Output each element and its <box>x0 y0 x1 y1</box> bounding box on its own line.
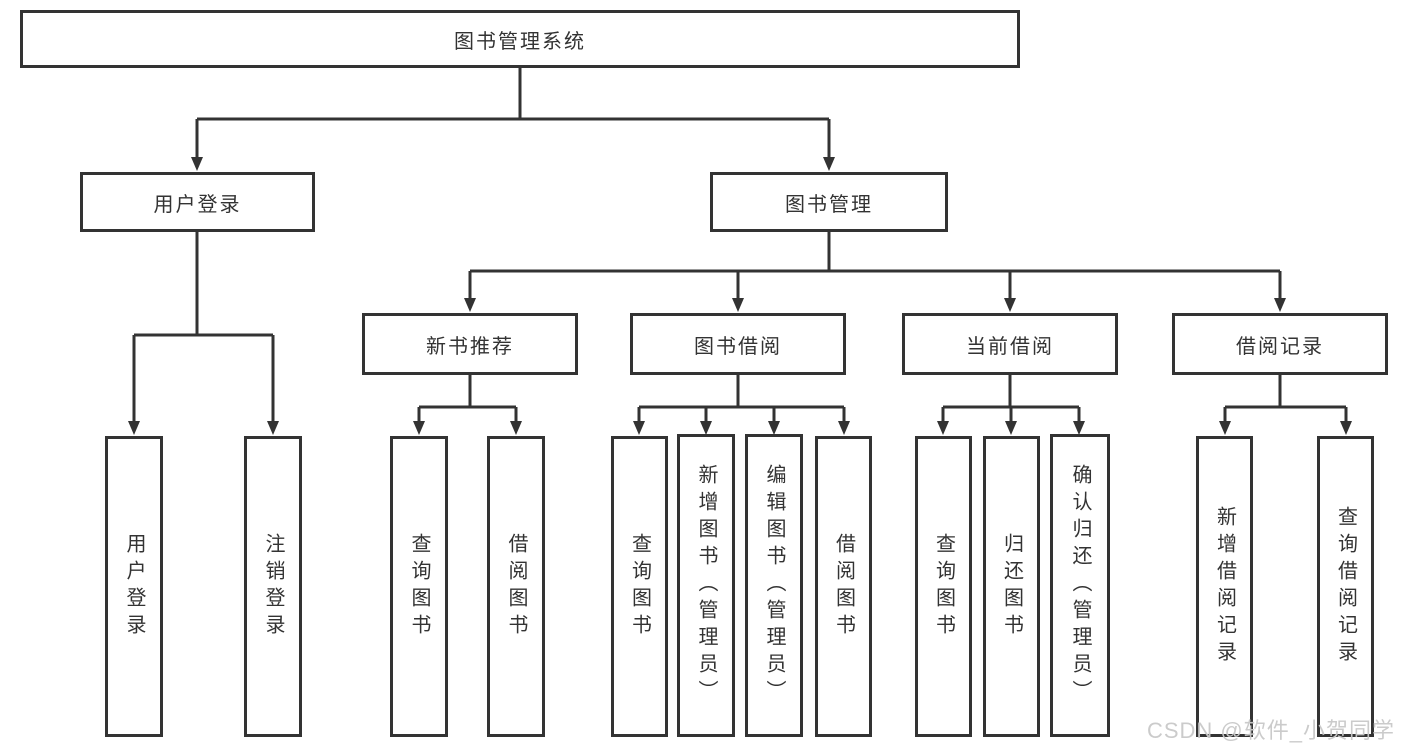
leaf-return-book-label: 归还图书 <box>1000 532 1023 641</box>
leaf-logout: 注销登录 <box>244 436 302 737</box>
node-book-borrow-label: 图书借阅 <box>694 335 782 358</box>
leaf-add-book-admin: 新增图书（管理员） <box>677 434 735 737</box>
leaf-borrow-book-2: 借阅图书 <box>815 436 872 737</box>
leaf-logout-label: 注销登录 <box>262 532 284 641</box>
leaf-query-book-2-label: 查询图书 <box>628 532 651 641</box>
leaf-add-book-admin-label: 新增图书（管理员） <box>695 464 717 707</box>
leaf-edit-book-admin: 编辑图书（管理员） <box>745 434 803 737</box>
leaf-query-book-3: 查询图书 <box>915 436 972 737</box>
node-book-management: 图书管理 <box>710 172 948 232</box>
node-user-login-label: 用户登录 <box>153 193 242 216</box>
leaf-borrow-book-1: 借阅图书 <box>487 436 545 737</box>
node-user-login: 用户登录 <box>80 172 315 232</box>
leaf-borrow-book-1-label: 借阅图书 <box>505 532 527 641</box>
node-new-book-recommend-label: 新书推荐 <box>426 335 514 358</box>
leaf-return-book: 归还图书 <box>983 436 1040 737</box>
node-root-system: 图书管理系统 <box>20 10 1020 68</box>
node-current-borrow: 当前借阅 <box>902 313 1118 375</box>
leaf-query-book-1-label: 查询图书 <box>408 532 430 641</box>
leaf-query-borrow-record: 查询借阅记录 <box>1317 436 1374 737</box>
node-borrow-record-label: 借阅记录 <box>1236 335 1324 358</box>
node-root-label: 图书管理系统 <box>454 30 586 53</box>
leaf-add-borrow-record-label: 新增借阅记录 <box>1213 505 1236 668</box>
leaf-user-login: 用户登录 <box>105 436 163 737</box>
leaf-query-borrow-record-label: 查询借阅记录 <box>1334 505 1357 668</box>
leaf-query-book-1: 查询图书 <box>390 436 448 737</box>
leaf-borrow-book-2-label: 借阅图书 <box>832 532 855 641</box>
node-current-borrow-label: 当前借阅 <box>966 335 1054 358</box>
leaf-confirm-return-admin: 确认归还（管理员） <box>1050 434 1110 737</box>
leaf-edit-book-admin-label: 编辑图书（管理员） <box>763 464 785 707</box>
node-book-borrow: 图书借阅 <box>630 313 846 375</box>
csdn-watermark: CSDN @软件_小贺同学 <box>1146 718 1395 743</box>
leaf-add-borrow-record: 新增借阅记录 <box>1196 436 1253 737</box>
leaf-user-login-label: 用户登录 <box>123 532 145 641</box>
leaf-query-book-2: 查询图书 <box>611 436 668 737</box>
node-borrow-record: 借阅记录 <box>1172 313 1388 375</box>
node-book-management-label: 图书管理 <box>785 193 873 216</box>
leaf-confirm-return-admin-label: 确认归还（管理员） <box>1069 464 1091 707</box>
leaf-query-book-3-label: 查询图书 <box>932 532 955 641</box>
node-new-book-recommend: 新书推荐 <box>362 313 578 375</box>
